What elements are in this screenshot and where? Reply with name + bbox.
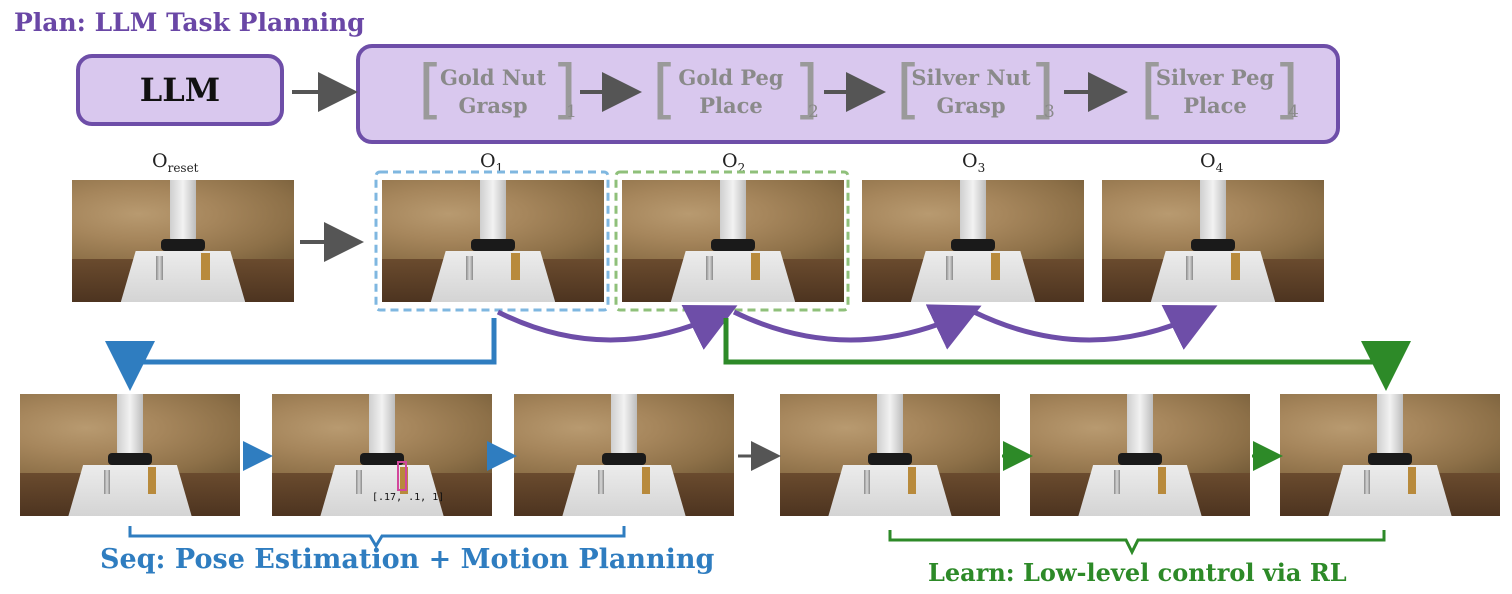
pose-bounding-box bbox=[397, 461, 407, 491]
seq-title: Seq: Pose Estimation + Motion Planning bbox=[100, 544, 715, 575]
green-connector bbox=[723, 318, 1411, 391]
step-4-line1: Silver Peg bbox=[1155, 65, 1275, 90]
step-1-line2: Grasp bbox=[458, 93, 528, 118]
scene-obs-1 bbox=[382, 180, 604, 302]
llm-label: LLM bbox=[139, 71, 221, 109]
scene-obs-3 bbox=[862, 180, 1084, 302]
step-3-line2: Grasp bbox=[936, 93, 1006, 118]
step-4-line2: Place bbox=[1183, 93, 1247, 118]
purple-arc-1 bbox=[496, 304, 738, 350]
step-1-line1: Gold Nut bbox=[439, 65, 547, 90]
step-4-index: 4 bbox=[1288, 102, 1299, 122]
step-2-line2: Place bbox=[699, 93, 763, 118]
obs-label-3: O3 bbox=[962, 150, 986, 175]
scene-learn-3 bbox=[1280, 394, 1500, 516]
purple-arc-2 bbox=[732, 304, 982, 350]
scene-obs-2 bbox=[622, 180, 844, 302]
obs-label-reset: Oreset bbox=[152, 150, 199, 175]
scene-obs-reset bbox=[72, 180, 294, 302]
seq-brace bbox=[128, 526, 626, 549]
learn-title: Learn: Low-level control via RL bbox=[928, 558, 1347, 587]
obs-label-2: O2 bbox=[722, 150, 746, 175]
step-1-index: 1 bbox=[566, 102, 577, 122]
scene-learn-2 bbox=[1030, 394, 1250, 516]
o2-dashed-highlight bbox=[614, 170, 850, 312]
scene-obs-4 bbox=[1102, 180, 1324, 302]
scene-seq-3 bbox=[514, 394, 734, 516]
blue-connector bbox=[105, 318, 497, 391]
llm-box: LLM bbox=[76, 54, 284, 126]
scene-seq-2 bbox=[272, 394, 492, 516]
purple-arc-3 bbox=[972, 304, 1218, 350]
o1-dashed-highlight bbox=[374, 170, 610, 312]
pose-annotation: [.17, .1, 1] bbox=[372, 492, 445, 503]
step-3-line1: Silver Nut bbox=[911, 65, 1031, 90]
step-2-index: 2 bbox=[808, 102, 819, 122]
scene-learn-1 bbox=[780, 394, 1000, 516]
obs-label-1: O1 bbox=[480, 150, 504, 175]
scene-seq-1 bbox=[20, 394, 240, 516]
step-3-index: 3 bbox=[1044, 102, 1055, 122]
learn-brace bbox=[888, 530, 1386, 556]
step-2-line1: Gold Peg bbox=[678, 65, 784, 90]
obs-label-4: O4 bbox=[1200, 150, 1224, 175]
plan-title: Plan: LLM Task Planning bbox=[14, 8, 365, 37]
